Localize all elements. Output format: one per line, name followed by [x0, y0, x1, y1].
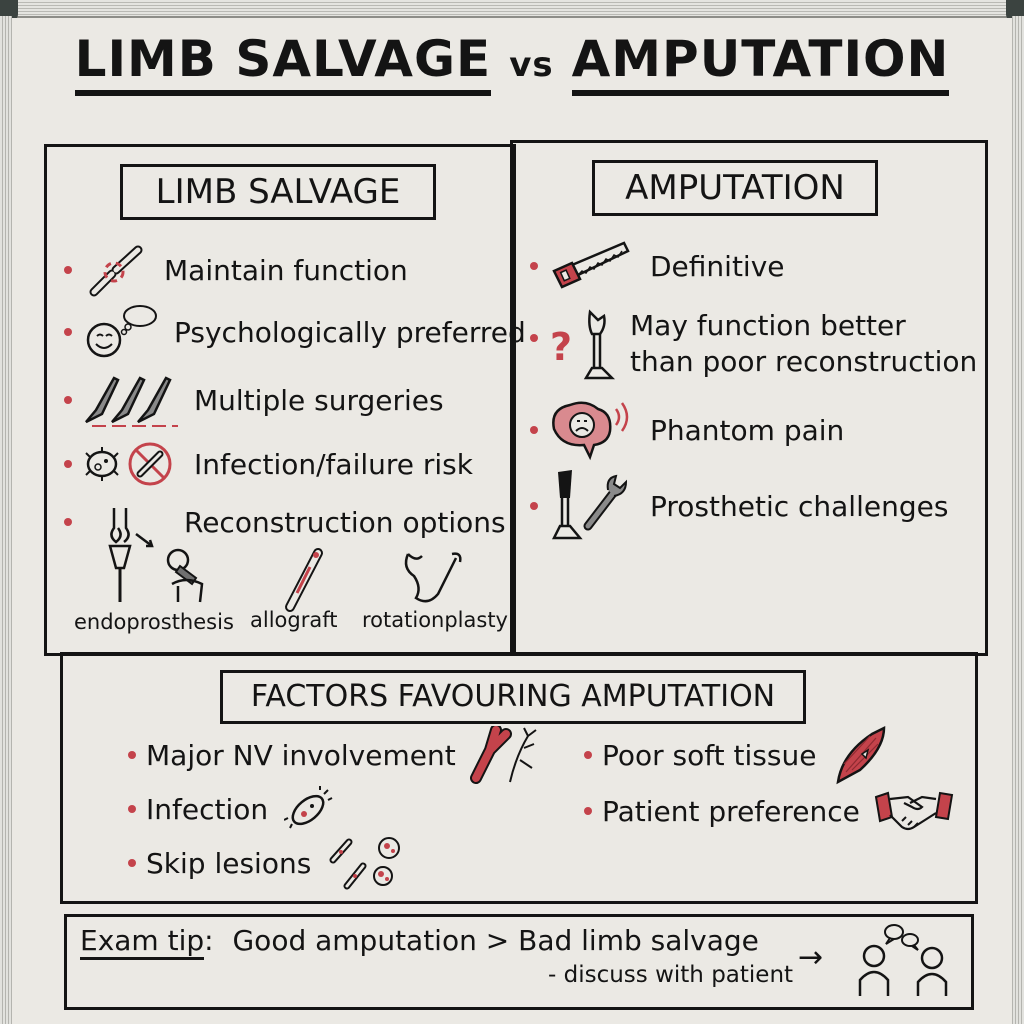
- smiley-thought-icon: [82, 302, 162, 362]
- factor-item: Skip lesions: [128, 836, 419, 890]
- handshake-icon: [874, 787, 954, 835]
- list-item: Maintain function: [64, 240, 408, 300]
- bullet-dot: [530, 262, 538, 270]
- bullet-dot: [64, 518, 72, 526]
- question-prosthetic-leg-icon: ?: [548, 306, 618, 384]
- limb-salvage-heading: LIMB SALVAGE: [120, 164, 436, 220]
- option-label-allograft: allograft: [250, 608, 338, 632]
- rotationplasty-icon: [404, 552, 462, 603]
- item-label: Prosthetic challenges: [650, 489, 949, 523]
- factors-heading: FACTORS FAVOURING AMPUTATION: [220, 670, 806, 724]
- list-item: Infection/failure risk: [64, 436, 473, 492]
- item-label: Infection/failure risk: [194, 447, 473, 481]
- bullet-dot: [530, 426, 538, 434]
- item-label: May function better: [630, 309, 906, 342]
- bullet-dot: [128, 859, 136, 867]
- exam-tip-sub: - discuss with patient: [548, 962, 794, 988]
- sad-brain-icon: [548, 399, 638, 461]
- bone-joint-icon: [82, 240, 152, 300]
- saw-icon: [548, 241, 638, 291]
- amputation-panel: [510, 140, 988, 656]
- factor-label: Infection: [146, 792, 269, 826]
- bullet-dot: [64, 396, 72, 404]
- bullet-dot: [530, 502, 538, 510]
- list-item: Psychologically preferred: [64, 302, 526, 362]
- bullet-dot: [584, 751, 592, 759]
- bullet-dot: [128, 805, 136, 813]
- title-left: LIMB SALVAGE: [74, 30, 492, 96]
- title-right: AMPUTATION: [571, 30, 950, 96]
- list-item: Phantom pain: [530, 399, 845, 461]
- allograft-icon: [285, 548, 323, 612]
- factor-label: Major NV involvement: [146, 738, 456, 772]
- list-item: Multiple surgeries: [64, 370, 444, 430]
- factor-item: Infection: [128, 784, 346, 834]
- option-label-endoprosthesis: endoprosthesis: [74, 610, 234, 634]
- exam-tip-line: Exam tip: Good amputation > Bad limb sal…: [80, 924, 759, 960]
- whiteboard-frame-right: [1012, 16, 1024, 1024]
- item-label: Psychologically preferred: [174, 315, 526, 349]
- bullet-dot: [530, 334, 538, 342]
- item-label: Reconstruction options: [184, 505, 506, 539]
- list-item: Definitive: [530, 236, 785, 296]
- item-label: Definitive: [650, 249, 785, 283]
- bacteria-no-bone-icon: [82, 439, 182, 489]
- vessel-nerve-icon: [469, 726, 540, 784]
- whiteboard-frame-top: [0, 0, 1024, 18]
- muscle-icon: [832, 724, 892, 786]
- item-label: Multiple surgeries: [194, 383, 444, 417]
- exam-tip-prefix: Exam tip: [80, 924, 205, 960]
- title-vs: vs: [509, 45, 554, 85]
- item-label: Maintain function: [164, 253, 408, 287]
- factor-item: Poor soft tissue: [584, 725, 904, 785]
- exam-tip-colon: :: [204, 924, 214, 957]
- endoprosthesis-icon: [108, 508, 204, 603]
- list-item: ? May function better than poor reconstr…: [530, 306, 977, 386]
- option-label-rotationplasty: rotationplasty: [362, 608, 508, 632]
- page-title: LIMB SALVAGE vs AMPUTATION: [0, 30, 1024, 96]
- bullet-dot: [64, 266, 72, 274]
- bullet-dot: [64, 328, 72, 336]
- item-label-line2: than poor reconstruction: [630, 345, 978, 378]
- exam-tip-panel: [64, 914, 974, 1010]
- factor-label: Skip lesions: [146, 846, 312, 880]
- bacterium-icon: [284, 786, 334, 832]
- whiteboard-frame-left: [0, 16, 12, 1024]
- list-item: Prosthetic challenges: [530, 468, 948, 544]
- arrow-icon: →: [798, 940, 824, 975]
- list-item: Reconstruction options: [64, 500, 506, 544]
- factor-item: Patient preference: [584, 786, 966, 836]
- svg-text:?: ?: [550, 325, 572, 369]
- bullet-dot: [128, 751, 136, 759]
- factor-label: Poor soft tissue: [602, 738, 817, 772]
- item-label: Phantom pain: [650, 413, 845, 447]
- doctor-patient-discussion-icon: [858, 924, 948, 996]
- exam-tip-main: Good amputation > Bad limb salvage: [232, 924, 759, 957]
- factor-label: Patient preference: [602, 794, 860, 828]
- bullet-dot: [64, 460, 72, 468]
- factor-item: Major NV involvement: [128, 726, 552, 784]
- bone-lesions-icon: [327, 836, 407, 890]
- prosthesis-wrench-icon: [548, 468, 638, 544]
- scalpels-icon: [82, 372, 182, 428]
- amputation-heading: AMPUTATION: [592, 160, 878, 216]
- factors-panel: [60, 652, 978, 904]
- bullet-dot: [584, 807, 592, 815]
